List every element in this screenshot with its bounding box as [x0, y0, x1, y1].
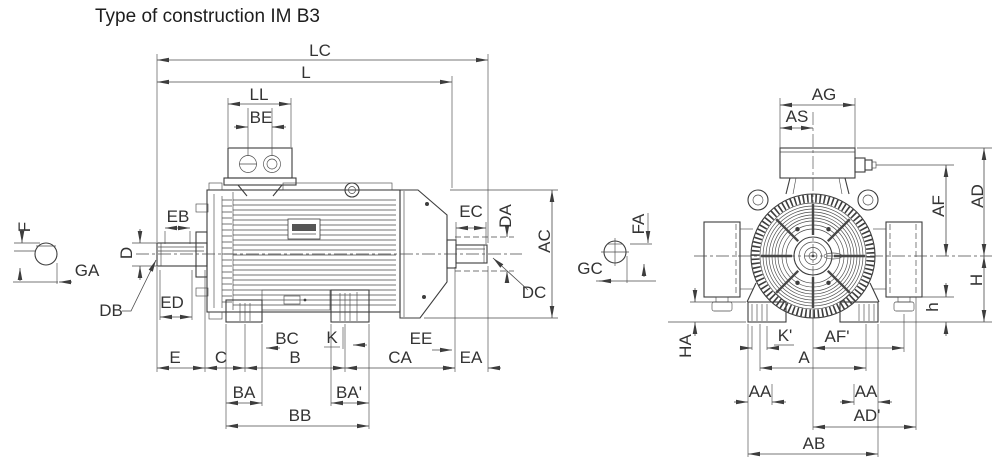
- dimensions-side-top: LC L LL BE: [156, 41, 489, 372]
- dim-label-LL: LL: [250, 85, 269, 104]
- lifting-eyebolts-front: [747, 189, 879, 211]
- drawing-title: Type of construction IM B3: [95, 6, 320, 27]
- dim-label-AS: AS: [786, 107, 809, 126]
- dim-label-EA: EA: [460, 348, 483, 367]
- dim-label-DA: DA: [496, 204, 515, 228]
- dim-label-A: A: [798, 348, 810, 367]
- cable-gland-front: [854, 157, 877, 173]
- dim-label-AC: AC: [535, 229, 554, 253]
- pad-bolt-left: [711, 296, 733, 312]
- dim-label-h: h: [923, 302, 942, 311]
- dim-label-C: C: [215, 348, 227, 367]
- dim-label-EB: EB: [167, 207, 190, 226]
- dim-label-LC: LC: [309, 41, 331, 60]
- dimensions-side-bottom: E C B CA EA BC K EE BA BA' BB: [157, 267, 501, 429]
- dim-label-BC: BC: [275, 329, 299, 348]
- shaft-key-detail-front: FA GC: [577, 213, 656, 284]
- dim-label-AF: AF: [929, 195, 948, 217]
- dimensions-front-top: AG AS: [779, 85, 856, 150]
- motor-side-view: F GA: [13, 41, 558, 429]
- dim-label-F: F: [15, 222, 34, 232]
- feet-side: [225, 289, 370, 323]
- dimensions-front-right: AD AF H h: [857, 147, 992, 336]
- dim-label-B: B: [289, 348, 300, 367]
- cable-gland-right: [263, 155, 281, 173]
- dim-label-CA: CA: [388, 348, 412, 367]
- terminal-box-front: [779, 147, 877, 195]
- motor-front-view: FA GC: [577, 85, 992, 457]
- dim-label-K-prime: K': [778, 326, 793, 345]
- dim-label-BE: BE: [250, 108, 273, 127]
- dim-label-AA-left: AA: [749, 382, 772, 401]
- dim-label-EE: EE: [410, 329, 433, 348]
- dim-label-L: L: [301, 63, 310, 82]
- lifting-eyebolt-side: [344, 182, 360, 198]
- shaft-key-detail-side: F GA: [13, 222, 100, 285]
- fan-cover-side: [399, 189, 514, 319]
- dim-label-H: H: [967, 274, 986, 286]
- end-shield-ribs: [222, 199, 232, 303]
- pad-bolt-right: [893, 296, 915, 312]
- dim-label-AB: AB: [803, 434, 826, 453]
- dim-label-E: E: [169, 348, 180, 367]
- dim-label-BA-prime: BA': [336, 383, 362, 402]
- dim-label-AD: AD: [968, 184, 987, 208]
- dim-label-HA: HA: [676, 334, 695, 358]
- dim-label-GC: GC: [577, 259, 603, 278]
- terminal-box-side: [223, 147, 297, 197]
- dim-label-DC: DC: [522, 283, 547, 302]
- dimensions-front-bottom: HA K' AF' A AA AA AD': [668, 288, 992, 457]
- dim-label-AG: AG: [812, 85, 837, 104]
- side-pads-front: [703, 221, 923, 312]
- dim-label-K: K: [326, 328, 338, 347]
- shaft-side: [156, 231, 208, 278]
- dim-label-GA: GA: [75, 261, 100, 280]
- dim-label-BB: BB: [289, 406, 312, 425]
- dim-label-AF-prime: AF': [825, 327, 850, 346]
- dim-label-ED: ED: [160, 293, 184, 312]
- cable-gland-left: [239, 155, 257, 173]
- dim-label-D: D: [117, 247, 136, 259]
- dimensions-side-right: EC DA DC AC: [424, 189, 558, 319]
- nameplate: [287, 218, 321, 240]
- dimensions-side-left: EB D ED DB: [99, 207, 193, 320]
- dim-label-EC: EC: [459, 202, 483, 221]
- dim-label-DB: DB: [99, 301, 123, 320]
- dim-label-AD-prime: AD': [854, 406, 881, 425]
- cooling-fins: [233, 199, 396, 306]
- dim-label-AA-right: AA: [855, 382, 878, 401]
- dim-label-BA: BA: [233, 383, 256, 402]
- feet-front: [746, 282, 880, 323]
- dim-label-FA: FA: [629, 213, 648, 234]
